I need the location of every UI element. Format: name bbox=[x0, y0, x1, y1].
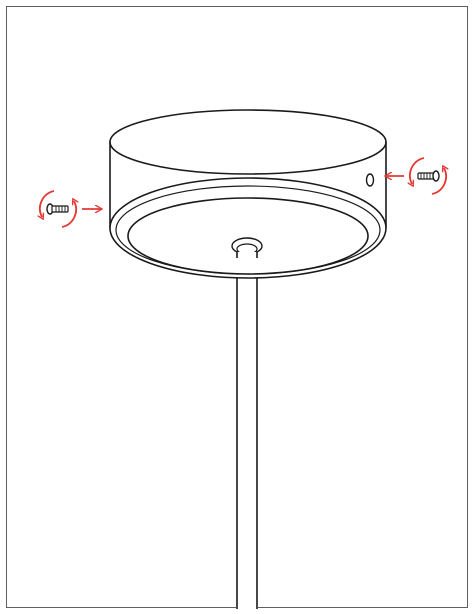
screw-hole bbox=[365, 173, 375, 187]
left-screw-group bbox=[40, 190, 76, 228]
rod-collar bbox=[231, 237, 263, 258]
right-screw-group bbox=[410, 157, 446, 195]
screw-rotate-icon bbox=[40, 190, 76, 228]
screw-rotate-icon bbox=[410, 157, 446, 195]
ceiling-canopy bbox=[109, 109, 387, 279]
pendant-rod bbox=[236, 250, 258, 610]
